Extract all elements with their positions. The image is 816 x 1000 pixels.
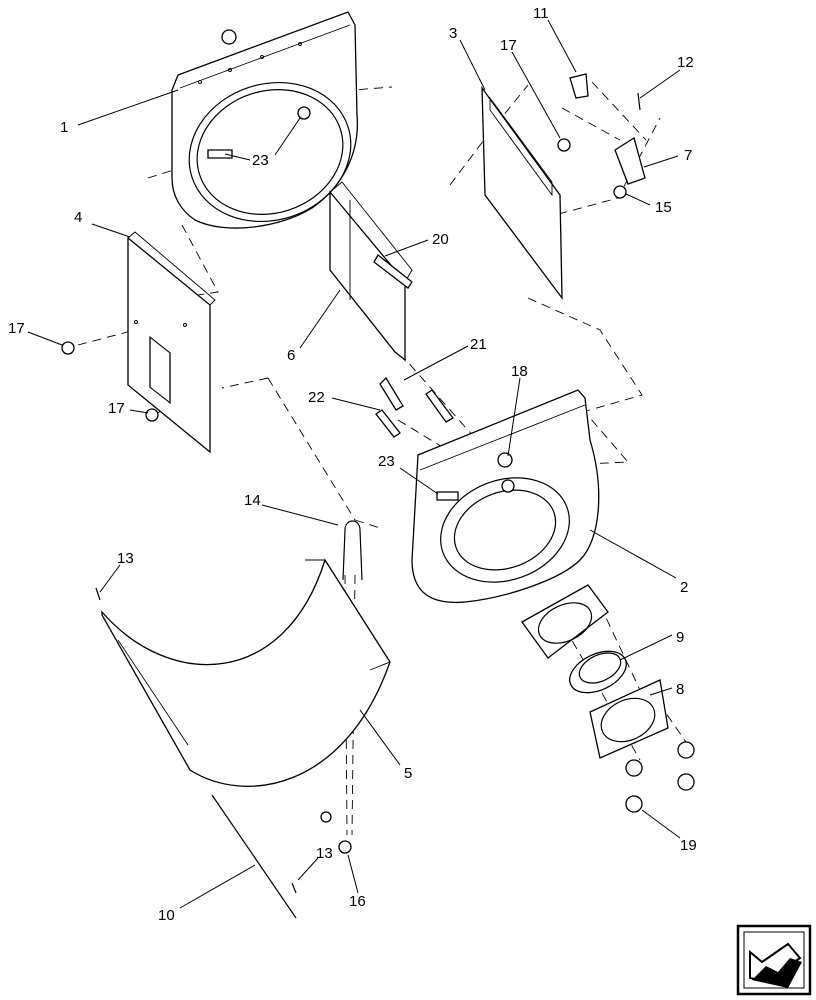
assembly-guide-lines xyxy=(77,81,689,836)
flange-bearings xyxy=(521,584,669,759)
center-divider xyxy=(329,181,413,362)
bolts xyxy=(207,106,459,501)
callout-17c: 17 xyxy=(500,37,517,54)
back-arrow-icon[interactable] xyxy=(736,924,812,996)
callout-15: 15 xyxy=(655,199,672,216)
callout-3: 3 xyxy=(449,25,457,42)
callout-12: 12 xyxy=(677,54,694,71)
callout-13b: 13 xyxy=(316,845,333,862)
left-side-plate xyxy=(127,231,216,454)
hinge-rod xyxy=(95,587,297,919)
callout-6: 6 xyxy=(287,347,295,364)
callout-7: 7 xyxy=(684,147,692,164)
leader-lines xyxy=(27,19,681,909)
callout-22: 22 xyxy=(308,389,325,406)
hex-nuts xyxy=(61,29,695,854)
right-panel xyxy=(481,85,563,301)
callout-8: 8 xyxy=(676,681,684,698)
callout-1: 1 xyxy=(60,119,68,136)
callout-19: 19 xyxy=(680,837,697,854)
upper-housing xyxy=(171,11,359,229)
callout-17a: 17 xyxy=(8,320,25,337)
callout-23b: 23 xyxy=(378,453,395,470)
callout-4: 4 xyxy=(74,209,82,226)
u-bolt xyxy=(342,520,363,581)
curved-shield xyxy=(101,558,391,787)
callout-20: 20 xyxy=(432,231,449,248)
callout-21: 21 xyxy=(470,336,487,353)
callout-13a: 13 xyxy=(117,550,134,567)
bearing-ring xyxy=(569,650,627,694)
latch-assembly xyxy=(569,73,646,199)
callout-23a: 23 xyxy=(252,152,269,169)
lower-housing xyxy=(411,389,600,604)
callout-9: 9 xyxy=(676,629,684,646)
callout-10: 10 xyxy=(158,907,175,924)
callout-16: 16 xyxy=(349,893,366,910)
callout-17b: 17 xyxy=(108,400,125,417)
callout-11: 11 xyxy=(533,5,549,22)
callout-5: 5 xyxy=(404,765,412,782)
callout-labels: 1 2 3 4 5 6 7 8 9 10 11 12 13 13 14 15 1… xyxy=(8,5,697,924)
callout-2: 2 xyxy=(680,579,688,596)
callout-18: 18 xyxy=(511,363,528,380)
callout-14: 14 xyxy=(244,492,261,509)
